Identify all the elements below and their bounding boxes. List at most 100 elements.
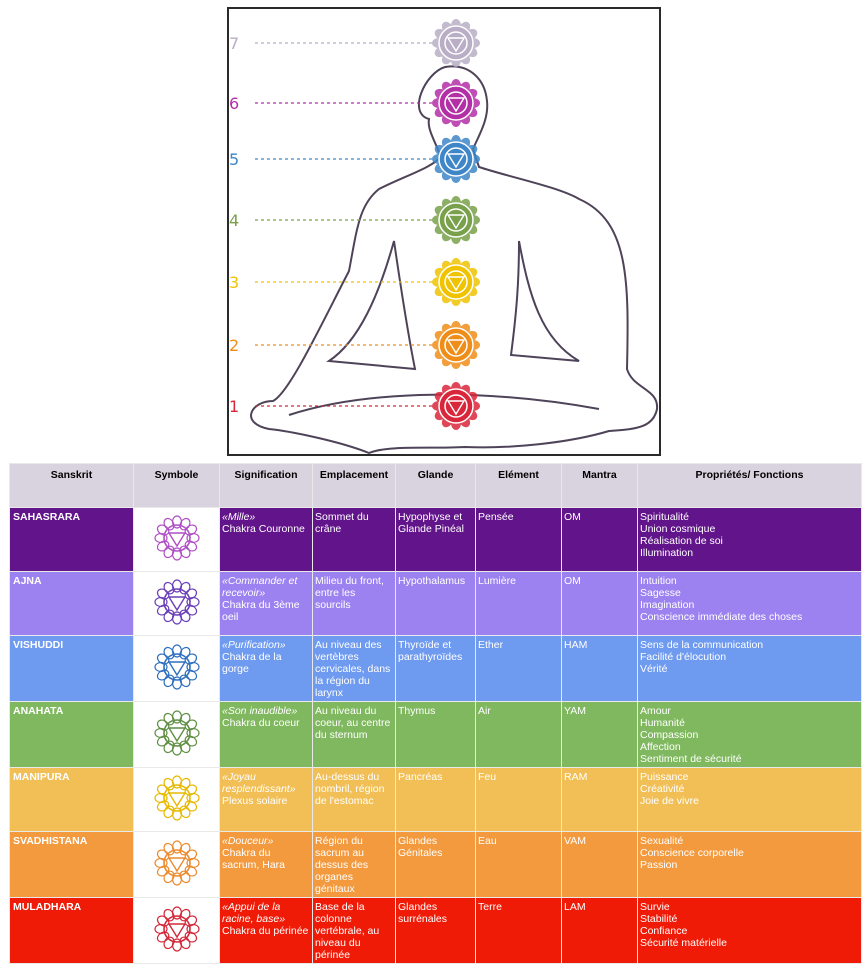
signification-text: Chakra du 3ème oeil bbox=[222, 599, 300, 623]
propriete-item: Puissance bbox=[640, 771, 689, 783]
propriete-item: Vérité bbox=[640, 663, 668, 675]
chakra-6-icon bbox=[432, 79, 480, 127]
propriete-item: Survie bbox=[640, 901, 670, 913]
table-row: MULADHARA «Appui de la racine, base»Chakr… bbox=[9, 897, 862, 964]
cell-sanskrit: MANIPURA bbox=[9, 767, 134, 832]
meditating-silhouette bbox=[250, 19, 659, 454]
signification-italic: «Mille» bbox=[222, 511, 256, 523]
cell-sanskrit: MULADHARA bbox=[9, 897, 134, 964]
cell-symbole bbox=[133, 897, 220, 964]
propriete-item: Spiritualité bbox=[640, 511, 690, 523]
cell-mantra: RAM bbox=[561, 767, 638, 832]
propriete-item: Réalisation de soi bbox=[640, 535, 723, 547]
cell-signification: «Mille»Chakra Couronne bbox=[219, 507, 313, 572]
cell-glande: Glandes surrénales bbox=[395, 897, 476, 964]
chakra-5-icon bbox=[432, 135, 480, 183]
chakra-3-icon bbox=[432, 258, 480, 306]
chakra-table: Sanskrit Symbole Signification Emplaceme… bbox=[9, 463, 862, 964]
cell-mantra: HAM bbox=[561, 635, 638, 702]
propriete-item: Stabilité bbox=[640, 913, 678, 925]
propriete-item: Compassion bbox=[640, 729, 699, 741]
table-row: MANIPURA «Joyau resplendissant»Plexus sol… bbox=[9, 767, 862, 832]
signification-italic: «Appui de la racine, base» bbox=[222, 901, 286, 925]
table-row: SVADHISTANA «Douceur»Chakra du sacrum, Ha… bbox=[9, 831, 862, 898]
propriete-item: Confiance bbox=[640, 925, 688, 937]
cell-emplacement: Au niveau des vertèbres cervicales, dans… bbox=[312, 635, 396, 702]
cell-emplacement: Au-dessus du nombril, région de l'estoma… bbox=[312, 767, 396, 832]
propriete-item: Joie de vivre bbox=[640, 795, 699, 807]
level-number-3: 3 bbox=[229, 273, 240, 292]
signification-italic: «Joyau resplendissant» bbox=[222, 771, 296, 795]
cell-emplacement: Milieu du front, entre les sourcils bbox=[312, 571, 396, 636]
propriete-item: Intuition bbox=[640, 575, 677, 587]
signification-text: Chakra du périnée bbox=[222, 925, 309, 937]
col-header-symbole: Symbole bbox=[133, 463, 220, 508]
chakra-symbol-icon bbox=[153, 579, 200, 625]
level-number-7: 7 bbox=[229, 34, 240, 53]
chakra-7-icon bbox=[432, 19, 480, 67]
propriete-item: Facilité d'élocution bbox=[640, 651, 727, 663]
table-row: VISHUDDI«Purification»Chakra de la gorge… bbox=[9, 635, 862, 702]
cell-symbole bbox=[133, 701, 220, 768]
propriete-item: Sécurité matérielle bbox=[640, 937, 727, 949]
cell-element: Pensée bbox=[475, 507, 562, 572]
chakra-symbol-icon bbox=[153, 515, 200, 561]
cell-sanskrit: SVADHISTANA bbox=[9, 831, 134, 898]
propriete-item: Passion bbox=[640, 859, 678, 871]
cell-element: Feu bbox=[475, 767, 562, 832]
chakra-body-figure: 7 6 5 4 3 2 1 bbox=[227, 7, 661, 456]
cell-sanskrit: SAHASRARA bbox=[9, 507, 134, 572]
propriete-item: Conscience corporelle bbox=[640, 847, 744, 859]
cell-signification: «Commander et recevoir»Chakra du 3ème oe… bbox=[219, 571, 313, 636]
propriete-item: Illumination bbox=[640, 547, 694, 559]
chakra-symbol-icon bbox=[153, 710, 200, 756]
propriete-item: Union cosmique bbox=[640, 523, 716, 535]
propriete-item: Conscience immédiate des choses bbox=[640, 611, 803, 623]
signification-italic: «Commander et recevoir» bbox=[222, 575, 298, 599]
propriete-item: Imagination bbox=[640, 599, 695, 611]
cell-symbole bbox=[133, 635, 220, 702]
propriete-item: Créativité bbox=[640, 783, 685, 795]
signification-text: Chakra de la gorge bbox=[222, 651, 282, 675]
cell-symbole bbox=[133, 767, 220, 832]
level-number-1: 1 bbox=[229, 397, 240, 416]
level-number-6: 6 bbox=[229, 94, 240, 113]
cell-signification: «Purification»Chakra de la gorge bbox=[219, 635, 313, 702]
col-header-glande: Glande bbox=[395, 463, 476, 508]
table-header-row: Sanskrit Symbole Signification Emplaceme… bbox=[9, 463, 862, 508]
signification-text: Chakra du sacrum, Hara bbox=[222, 847, 286, 871]
cell-emplacement: Région du sacrum au dessus des organes g… bbox=[312, 831, 396, 898]
signification-text: Plexus solaire bbox=[222, 795, 288, 807]
cell-emplacement: Sommet du crâne bbox=[312, 507, 396, 572]
propriete-item: Sagesse bbox=[640, 587, 681, 599]
cell-mantra: OM bbox=[561, 571, 638, 636]
level-number-2: 2 bbox=[229, 336, 240, 355]
cell-symbole bbox=[133, 831, 220, 898]
level-number-4: 4 bbox=[229, 211, 240, 230]
chakra-symbol-icon bbox=[153, 775, 200, 821]
propriete-item: Sentiment de sécurité bbox=[640, 753, 742, 765]
signification-text: Chakra du coeur bbox=[222, 717, 300, 729]
cell-symbole bbox=[133, 571, 220, 636]
cell-element: Terre bbox=[475, 897, 562, 964]
col-header-signification: Signification bbox=[219, 463, 313, 508]
signification-italic: «Douceur» bbox=[222, 835, 274, 847]
propriete-item: Sexualité bbox=[640, 835, 684, 847]
cell-signification: «Son inaudible»Chakra du coeur bbox=[219, 701, 313, 768]
table-row: AJNA«Commander et recevoir»Chakra du 3èm… bbox=[9, 571, 862, 636]
cell-symbole bbox=[133, 507, 220, 572]
level-number-5: 5 bbox=[229, 150, 240, 169]
cell-mantra: YAM bbox=[561, 701, 638, 768]
cell-signification: «Appui de la racine, base»Chakra du péri… bbox=[219, 897, 313, 964]
propriete-item: Amour bbox=[640, 705, 671, 717]
cell-emplacement: Base de la colonne vertébrale, au niveau… bbox=[312, 897, 396, 964]
cell-glande: Pancréas bbox=[395, 767, 476, 832]
